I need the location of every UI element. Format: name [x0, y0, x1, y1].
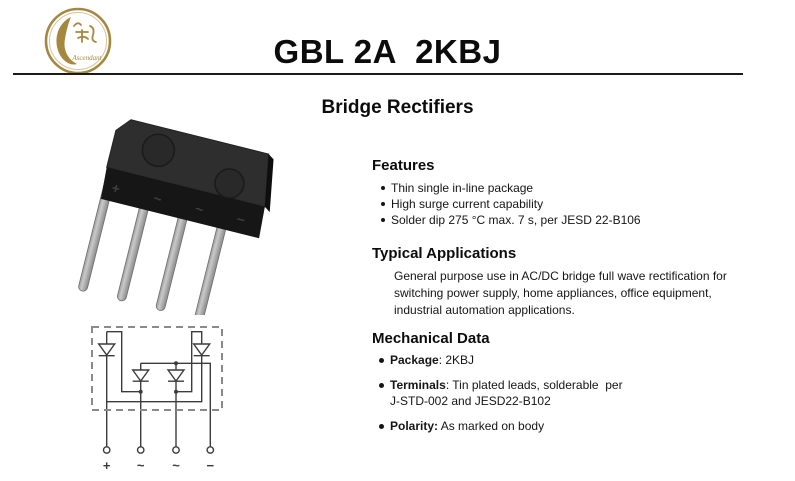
terminal-pins [102, 446, 215, 454]
document-title: GBL 2A 2KBJ [273, 33, 502, 70]
logo-caption: Ascendant [71, 54, 102, 62]
page-title: Bridge Rectifiers [321, 97, 474, 118]
mech-item-package: Package: 2KBJ [372, 352, 772, 368]
features-section: Features Thin single in-line package Hig… [372, 156, 772, 228]
feature-item: High surge current capability [372, 196, 772, 212]
logo-calligraphy [73, 22, 97, 43]
package-body-group: + ~ ~ − [78, 119, 274, 315]
mech-item-polarity: Polarity: As marked on body [372, 418, 772, 434]
junction-dots [138, 361, 178, 394]
diode-2 [131, 369, 151, 383]
mechanical-data-list: Package: 2KBJ Terminals: Tin plated lead… [372, 352, 772, 434]
feature-item: Solder dip 275 °C max. 7 s, per JESD 22-… [372, 212, 772, 228]
marking-ac2: ~ [193, 200, 205, 218]
package-front-face [100, 167, 265, 239]
typical-applications-body: General purpose use in AC/DC bridge full… [394, 269, 727, 317]
typical-applications-heading: Typical Applications [372, 245, 517, 262]
marking-minus: − [235, 211, 247, 229]
terminal-label-ac1: ~ [137, 458, 145, 473]
package-recess-right [214, 168, 245, 199]
diode-1 [97, 343, 117, 357]
header-divider [13, 73, 743, 75]
package-photo: + ~ ~ − [78, 119, 274, 315]
bridge-schematic: + ~ ~ − [91, 326, 223, 473]
mech-item-terminals: Terminals: Tin plated leads, solderable … [372, 377, 630, 409]
typical-applications-section: Typical Applications General purpose use… [372, 244, 772, 319]
terminal-labels: + ~ ~ − [103, 458, 215, 473]
schematic-wires [106, 331, 211, 447]
logo-inner-ring [49, 12, 107, 70]
diode-3 [166, 369, 186, 383]
package-side-face [264, 154, 274, 213]
logo-crescent [56, 17, 77, 65]
diode-4 [192, 343, 212, 357]
package-recess-left [141, 133, 176, 168]
terminal-label-minus: − [207, 458, 215, 473]
mechanical-data-section: Mechanical Data Package: 2KBJ Terminals:… [372, 329, 772, 434]
mechanical-data-heading: Mechanical Data [372, 330, 490, 347]
features-list: Thin single in-line package High surge c… [372, 180, 772, 228]
schematic-dashed-border [91, 326, 223, 411]
terminal-label-ac2: ~ [172, 458, 180, 473]
features-heading: Features [372, 157, 435, 174]
package-markings: + ~ ~ − [110, 179, 247, 228]
diode-symbols [97, 343, 212, 383]
marking-plus: + [110, 179, 122, 197]
terminal-label-plus: + [103, 458, 111, 473]
feature-item: Thin single in-line package [372, 180, 772, 196]
marking-ac1: ~ [152, 190, 164, 208]
spec-column: Features Thin single in-line package Hig… [372, 156, 772, 434]
